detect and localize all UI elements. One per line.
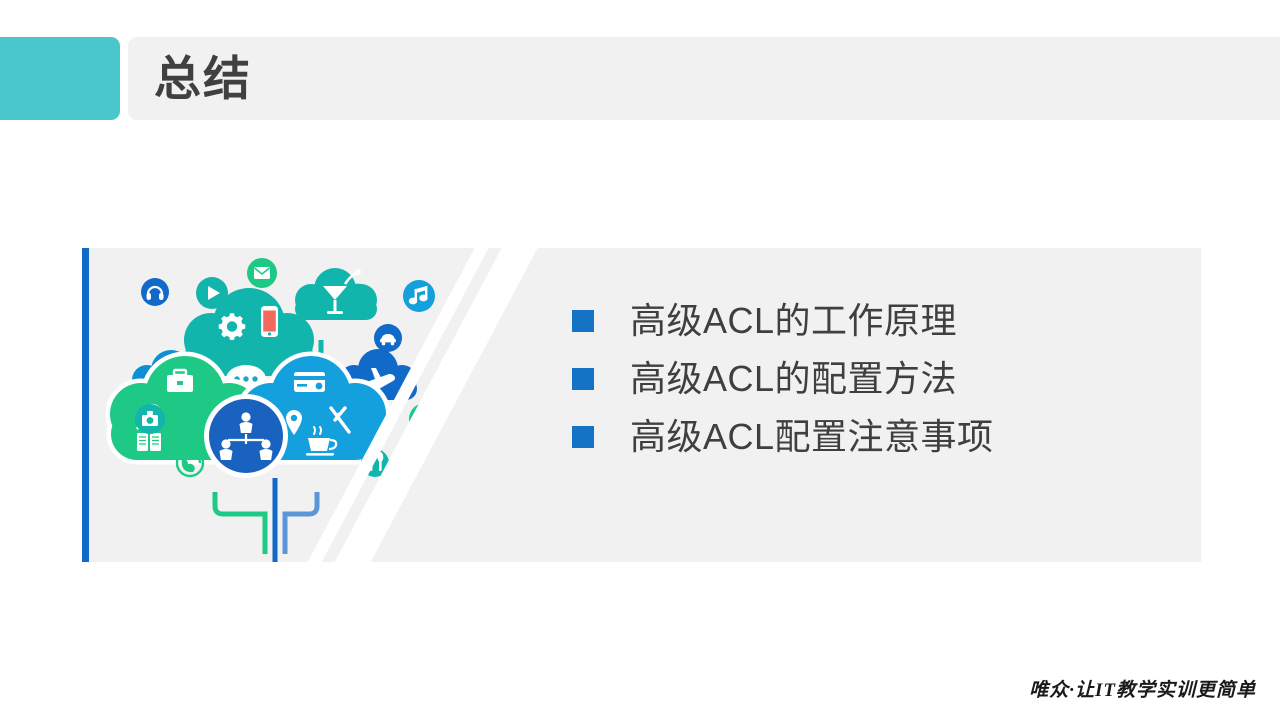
- header-accent-block: [0, 37, 120, 120]
- list-item: 高级ACL配置注意事项: [572, 408, 994, 466]
- content-panel: 高级ACL的工作原理 高级ACL的配置方法 高级ACL配置注意事项: [82, 248, 1201, 562]
- bullet-square-icon: [572, 310, 594, 332]
- header-bar: [128, 37, 1280, 120]
- cloud-computing-illustration: [89, 248, 489, 562]
- bullet-square-icon: [572, 426, 594, 448]
- bullet-label: 高级ACL的工作原理: [630, 300, 958, 341]
- page-title: 总结: [154, 52, 252, 105]
- list-item: 高级ACL的配置方法: [572, 350, 994, 408]
- panel-left-accent-bar: [82, 248, 89, 562]
- bullet-label: 高级ACL的配置方法: [630, 358, 958, 399]
- list-item: 高级ACL的工作原理: [572, 292, 994, 350]
- footer-slogan: 唯众·让IT教学实训更简单: [1029, 680, 1256, 701]
- bullet-label: 高级ACL配置注意事项: [630, 416, 994, 457]
- bullet-list: 高级ACL的工作原理 高级ACL的配置方法 高级ACL配置注意事项: [572, 292, 994, 466]
- bullet-square-icon: [572, 368, 594, 390]
